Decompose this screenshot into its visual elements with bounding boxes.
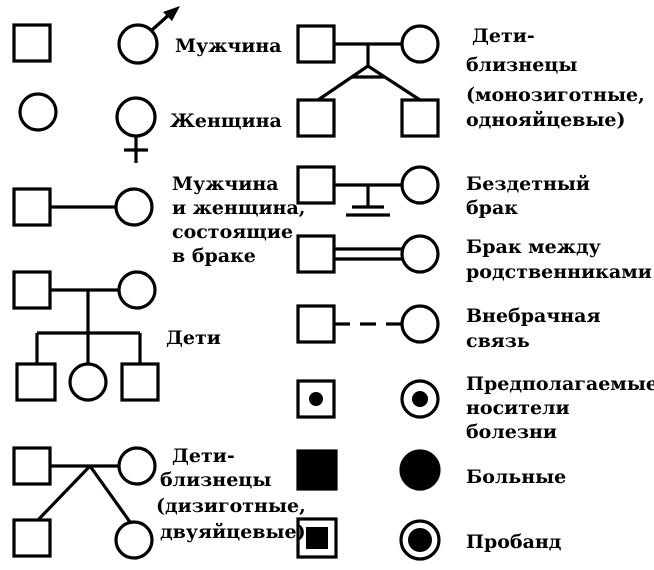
carriers-label-line-1: Предполагаемые <box>466 373 654 395</box>
consanguineous-marriage-symbol-group: Брак между родственниками <box>296 234 652 283</box>
male-symbol-group: Мужчина <box>12 6 282 65</box>
dizygotic-twin-1-line <box>36 464 92 522</box>
monozygotic-twin-2-square <box>400 98 440 138</box>
marriage-male-square <box>12 187 52 227</box>
dizygotic-label-line-2: близнецы <box>160 469 271 491</box>
proband-male-inner-square <box>306 527 328 549</box>
consanguineous-male-square <box>296 234 336 274</box>
childless-female-circle <box>400 165 440 205</box>
marriage-label-line-1: Мужчина <box>172 173 279 195</box>
dizygotic-twin-2-line <box>88 465 132 523</box>
proband-symbol-group: Пробанд <box>296 517 562 561</box>
extramarital-label-line-2: связь <box>466 330 530 352</box>
proband-male-outer-square <box>296 517 338 559</box>
extramarital-female-circle <box>400 304 440 344</box>
monozygotic-label-line-2: близнецы <box>466 54 577 76</box>
proband-female-outer-circle <box>399 519 441 561</box>
extramarital-male-square <box>296 304 336 344</box>
male-square-symbol <box>12 23 52 63</box>
marriage-label-line-3: состоящие <box>172 221 293 243</box>
children-child-2-circle <box>68 362 108 402</box>
children-child-3-square <box>120 362 160 402</box>
carrier-male-square <box>296 379 336 419</box>
male-arrow-head <box>163 6 180 21</box>
consanguineous-label-line-2: родственниками <box>466 261 652 283</box>
children-symbol-group: Дети <box>12 270 221 402</box>
consanguineous-female-circle <box>400 234 440 274</box>
female-label: Женщина <box>170 110 282 132</box>
proband-label: Пробанд <box>466 531 562 553</box>
childless-label-line-1: Бездетный <box>466 173 590 195</box>
carrier-female-dot <box>412 391 428 407</box>
carrier-female-circle <box>400 379 440 419</box>
female-circle-symbol <box>18 92 58 132</box>
female-circle-symbol-sign <box>115 96 157 138</box>
monozygotic-parent-square <box>296 24 336 64</box>
children-parent-circle <box>117 270 157 310</box>
affected-label: Больные <box>466 466 566 488</box>
proband-female-inner-circle <box>408 528 432 552</box>
monozygotic-label-line-4: однояйцевые) <box>466 109 626 131</box>
consanguineous-label-line-1: Брак между <box>466 236 601 258</box>
marriage-female-circle <box>114 187 154 227</box>
extramarital-label-line-1: Внебрачная <box>466 305 600 327</box>
dizygotic-label-line-3: (дизиготные, <box>156 495 306 517</box>
dizygotic-parent-circle <box>117 446 157 486</box>
monozygotic-twin-1-line <box>317 64 369 102</box>
childless-label-line-2: брак <box>466 197 518 219</box>
carriers-label-line-3: болезни <box>466 421 557 443</box>
affected-male-square <box>296 449 338 491</box>
monozygotic-twins-symbol-group: Дети- близнецы (монозиготные, однояйцевы… <box>296 24 645 138</box>
children-label: Дети <box>166 327 221 349</box>
marriage-label-line-4: в браке <box>172 245 256 267</box>
monozygotic-twin-2-line <box>367 64 421 102</box>
carriers-symbol-group: Предполагаемые носители болезни <box>296 373 654 443</box>
affected-female-circle <box>399 449 441 491</box>
carriers-label-line-2: носители <box>466 397 570 419</box>
marriage-label-line-2: и женщина, <box>172 197 305 219</box>
male-circle-symbol <box>117 23 159 65</box>
male-label: Мужчина <box>175 35 282 57</box>
dizygotic-twin-2-circle <box>114 520 154 560</box>
dizygotic-twin-1-square <box>12 518 52 558</box>
dizygotic-parent-square <box>12 446 52 486</box>
monozygotic-label-line-1: Дети- <box>472 25 535 47</box>
monozygotic-label-line-3: (монозиготные, <box>466 84 645 106</box>
female-symbol-group: Женщина <box>18 92 282 163</box>
children-child-1-square <box>15 362 57 402</box>
marriage-symbol-group: Мужчина и женщина, состоящие в браке <box>12 173 305 267</box>
monozygotic-parent-circle <box>400 24 440 64</box>
carrier-male-dot <box>309 392 323 406</box>
affected-symbol-group: Больные <box>296 449 566 491</box>
childless-marriage-symbol-group: Бездетный брак <box>296 165 590 219</box>
extramarital-symbol-group: Внебрачная связь <box>296 304 600 352</box>
dizygotic-twins-symbol-group: Дети- близнецы (дизиготные, двуяйцевые) <box>12 445 306 560</box>
dizygotic-label-line-1: Дети- <box>172 445 235 467</box>
children-parent-square <box>12 270 52 310</box>
monozygotic-twin-1-square <box>296 98 336 138</box>
dizygotic-label-line-4: двуяйцевые) <box>160 521 306 543</box>
